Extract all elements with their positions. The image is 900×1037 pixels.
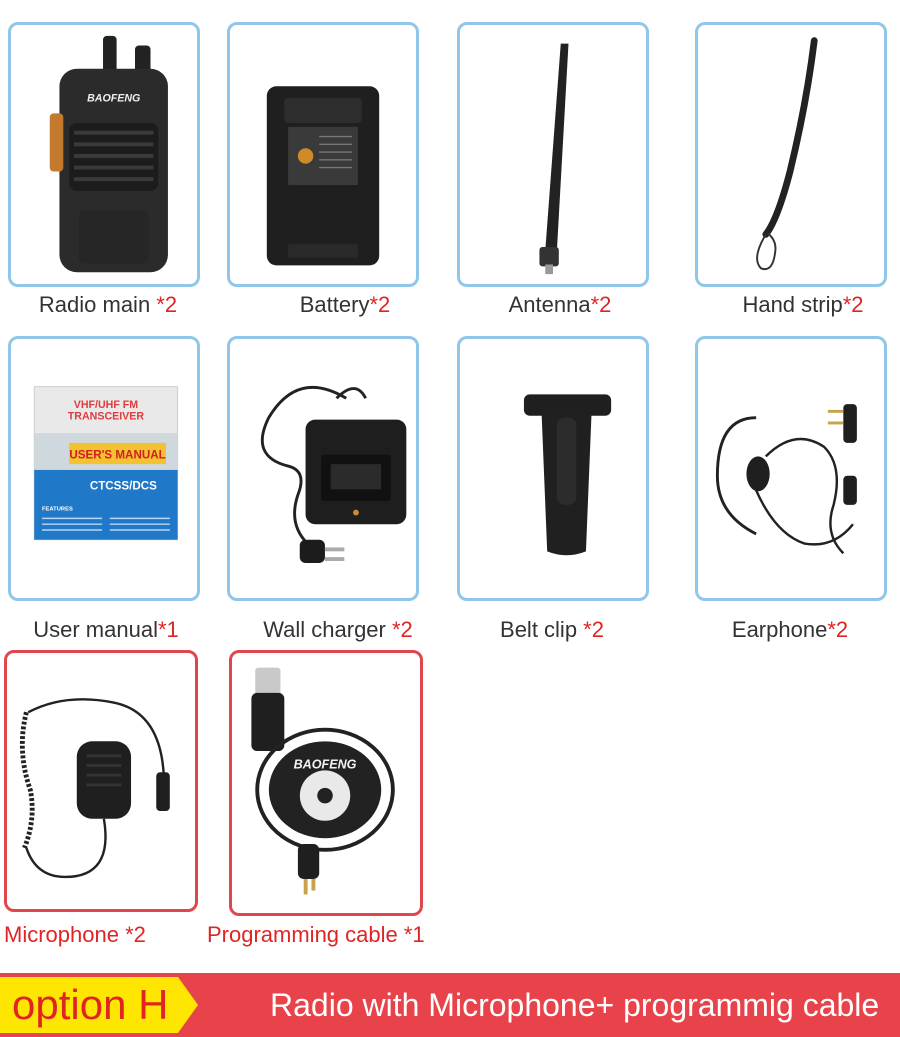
label-battery: Battery*2 <box>245 292 445 318</box>
card-wall-charger <box>227 336 419 601</box>
label-hand-strip: Hand strip*2 <box>703 292 900 318</box>
item-qty: *2 <box>842 292 864 317</box>
earphone-image <box>715 404 857 555</box>
item-qty: *1 <box>403 922 425 947</box>
item-name: User manual <box>33 617 158 642</box>
label-earphone: Earphone*2 <box>690 617 890 643</box>
item-name: Belt clip <box>500 617 584 642</box>
radio-brand-text: BAOFENG <box>87 93 140 105</box>
battery-image <box>266 86 380 266</box>
manual-line2-text: TRANSCEIVER <box>68 411 145 423</box>
item-qty: *2 <box>369 292 391 317</box>
item-qty: *2 <box>391 617 413 642</box>
radio-image: BAOFENG <box>49 35 168 273</box>
manual-title-text: USER'S MANUAL <box>69 448 165 461</box>
item-name: Wall charger <box>263 617 392 642</box>
label-belt-clip: Belt clip *2 <box>452 617 652 643</box>
label-wall-charger: Wall charger *2 <box>238 617 438 643</box>
antenna-image <box>539 43 569 275</box>
item-qty: *2 <box>583 617 604 642</box>
item-qty: *1 <box>157 617 179 642</box>
item-name: Radio main <box>38 292 157 317</box>
cable-brand-text: BAOFENG <box>294 757 357 771</box>
card-programming-cable: BAOFENG <box>229 650 423 916</box>
option-tag-shape <box>0 977 198 1033</box>
wall-charger-image <box>260 385 407 563</box>
card-earphone <box>695 336 887 601</box>
option-tag: option H <box>0 973 200 1037</box>
hand-strip-image <box>756 37 818 271</box>
label-antenna: Antenna*2 <box>460 292 660 318</box>
card-user-manual: VHF/UHF FM TRANSCEIVER USER'S MANUAL CTC… <box>8 336 200 601</box>
user-manual-image: VHF/UHF FM TRANSCEIVER USER'S MANUAL CTC… <box>33 386 179 541</box>
manual-line1-text: VHF/UHF FM <box>74 399 139 411</box>
label-microphone: Microphone *2 <box>4 922 146 948</box>
item-qty: *2 <box>827 617 849 642</box>
item-name: Earphone <box>731 617 828 642</box>
card-antenna <box>457 22 649 287</box>
card-microphone <box>4 650 198 912</box>
item-qty: *2 <box>156 292 178 317</box>
label-radio-main: Radio main *2 <box>8 292 208 318</box>
label-programming-cable: Programming cable *1 <box>207 922 425 948</box>
label-user-manual: User manual*1 <box>6 617 206 643</box>
manual-features-text: FEATURES <box>42 507 73 513</box>
option-banner: option H Radio with Microphone+ programm… <box>0 973 900 1037</box>
card-hand-strip <box>695 22 887 287</box>
programming-cable-image: BAOFENG <box>251 667 395 895</box>
item-name: Hand strip <box>742 292 843 317</box>
card-battery <box>227 22 419 287</box>
item-name: Microphone <box>4 922 126 947</box>
card-belt-clip <box>457 336 649 601</box>
item-qty: *2 <box>590 292 612 317</box>
item-name: Programming cable <box>207 922 404 947</box>
option-description: Radio with Microphone+ programmig cable <box>270 987 880 1023</box>
item-qty: *2 <box>125 922 146 947</box>
belt-clip-image <box>523 394 612 556</box>
item-name: Battery <box>299 292 370 317</box>
manual-ctcss-text: CTCSS/DCS <box>90 479 157 492</box>
item-name: Antenna <box>508 292 591 317</box>
option-label: option H <box>12 981 169 1028</box>
microphone-image <box>19 698 170 879</box>
card-radio-main: BAOFENG <box>8 22 200 287</box>
